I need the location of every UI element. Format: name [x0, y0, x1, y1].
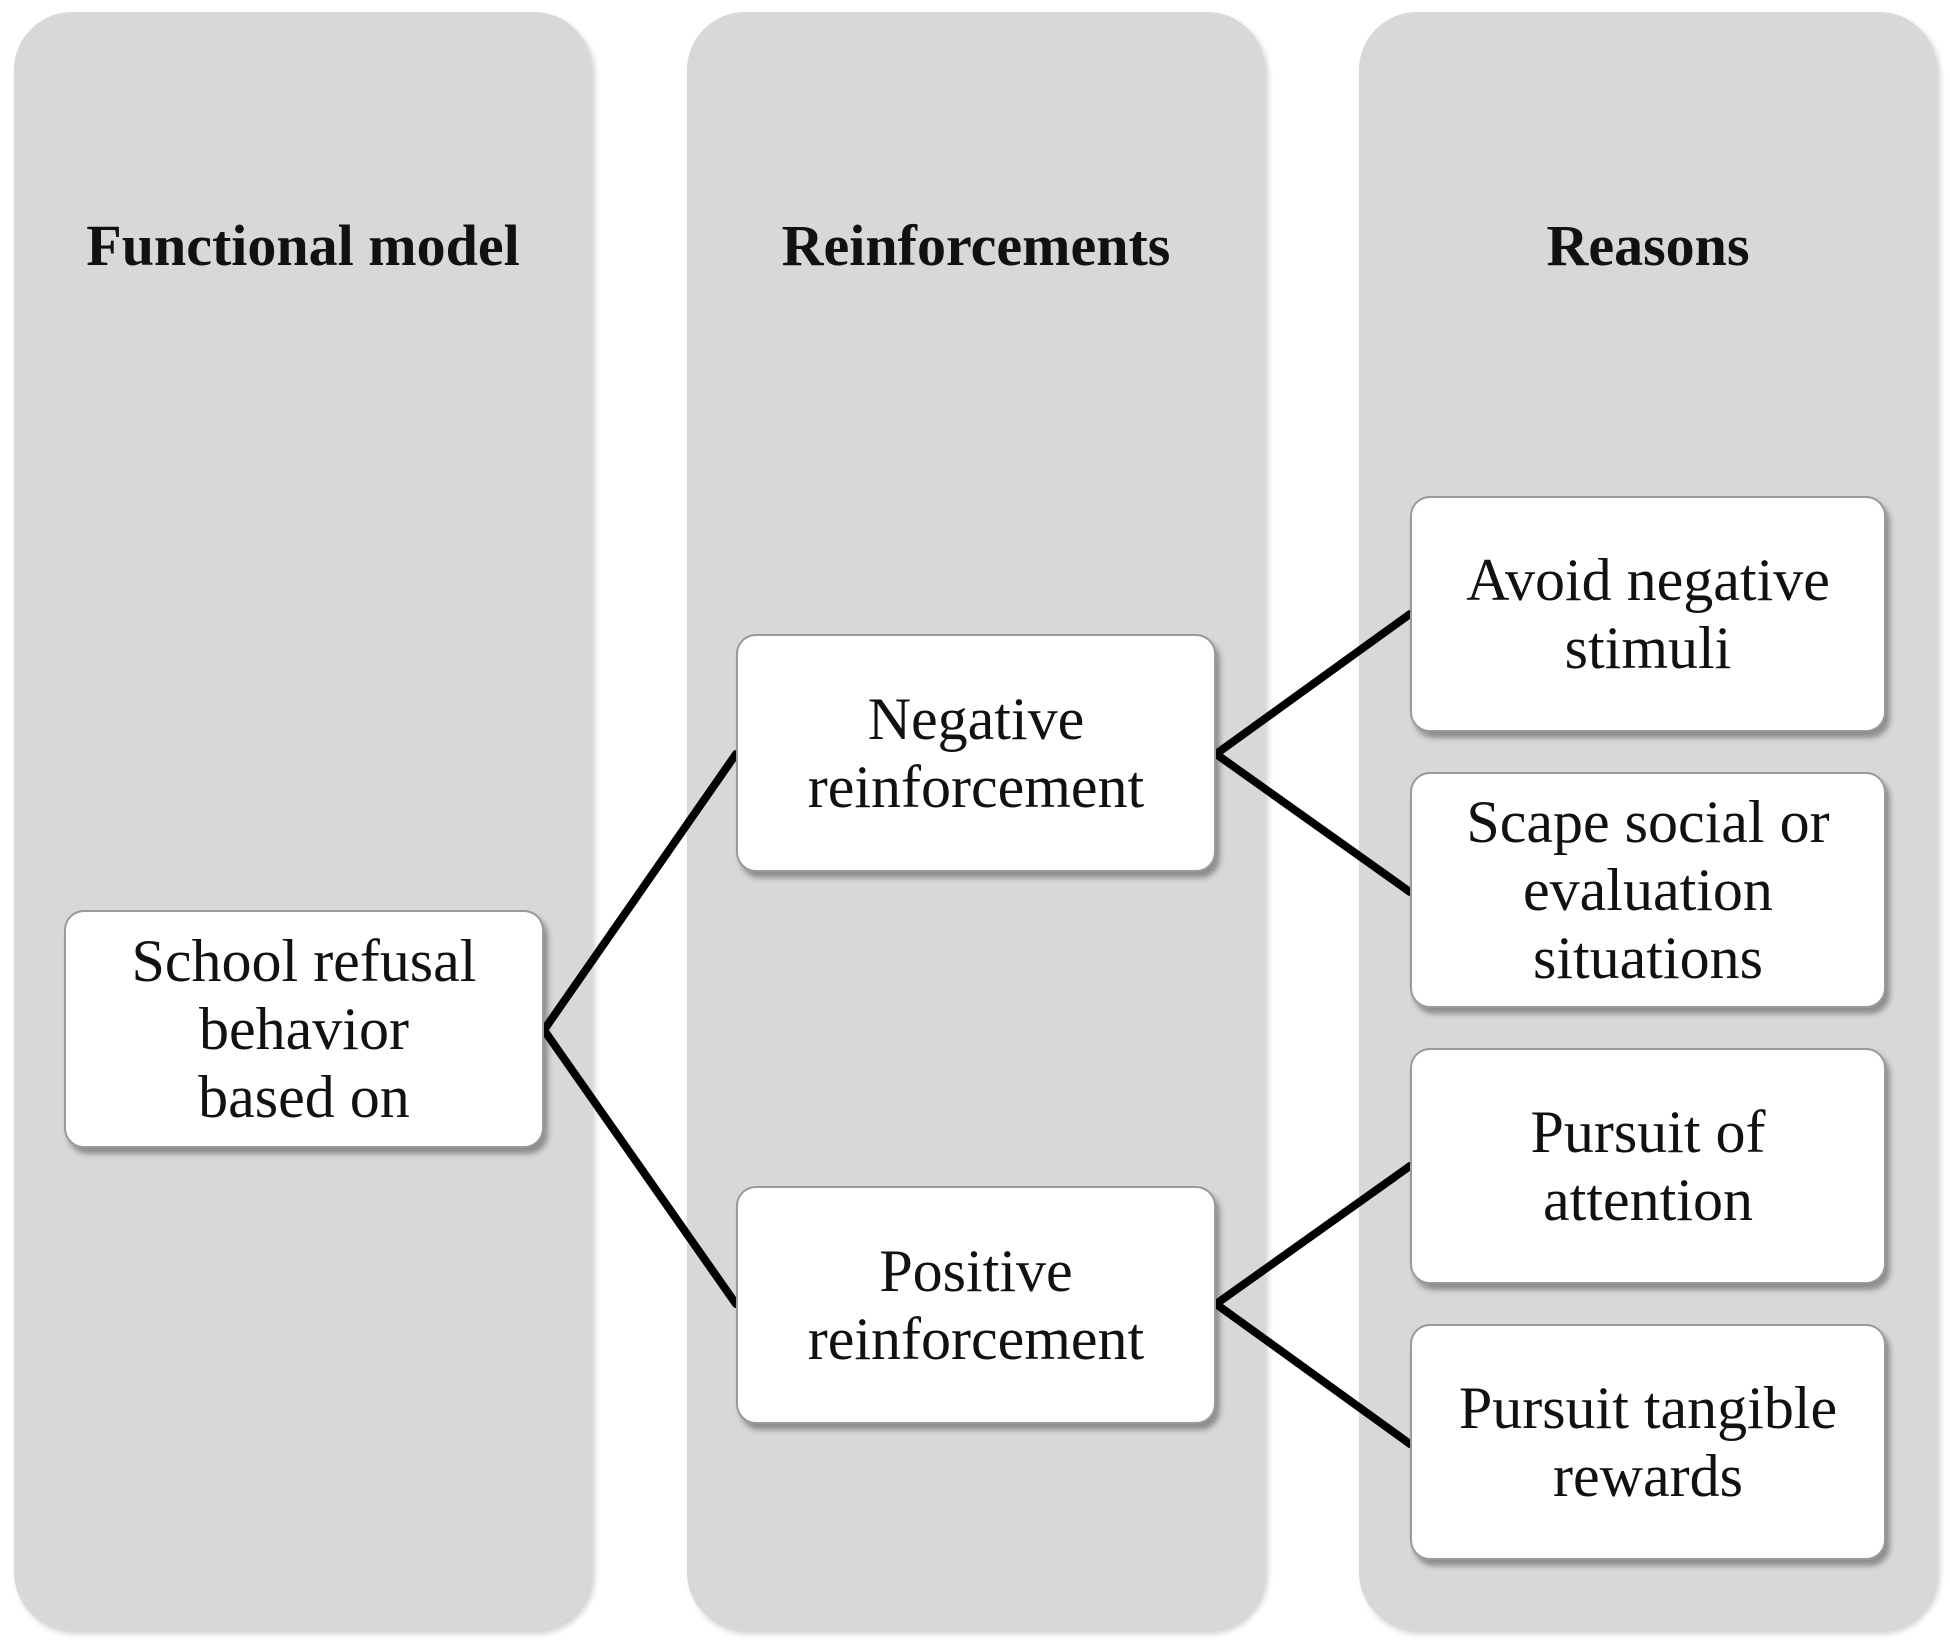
- connector-root-to-positive: [540, 1026, 740, 1308]
- functional-model-column: [14, 12, 592, 1630]
- pursuit-tangible-node: Pursuit tangible rewards: [1410, 1324, 1886, 1560]
- connector-positive-to-tangible: [1212, 1300, 1414, 1448]
- school-refusal-node: School refusal behavior based on: [64, 910, 544, 1148]
- negative-reinforcement-node: Negative reinforcement: [736, 634, 1216, 872]
- scape-social-label: Scape social or evaluation situations: [1466, 789, 1830, 991]
- positive-reinforcement-label: Positive reinforcement: [807, 1238, 1145, 1372]
- reasons-header: Reasons: [1546, 213, 1750, 278]
- avoid-negative-stimuli-node: Avoid negative stimuli: [1410, 496, 1886, 732]
- avoid-negative-stimuli-label: Avoid negative stimuli: [1466, 547, 1830, 681]
- connector-negative-to-scape: [1212, 750, 1414, 896]
- connector-root-to-negative: [540, 750, 740, 1034]
- negative-reinforcement-label: Negative reinforcement: [807, 686, 1145, 820]
- connector-positive-to-attention: [1212, 1162, 1414, 1308]
- functional-model-header: Functional model: [86, 213, 520, 278]
- connector-negative-to-avoid: [1212, 610, 1414, 758]
- scape-social-node: Scape social or evaluation situations: [1410, 772, 1886, 1008]
- reinforcements-header: Reinforcements: [781, 213, 1171, 278]
- pursuit-tangible-label: Pursuit tangible rewards: [1458, 1375, 1838, 1509]
- pursuit-attention-label: Pursuit of attention: [1530, 1099, 1766, 1233]
- school-refusal-label: School refusal behavior based on: [131, 928, 477, 1130]
- pursuit-attention-node: Pursuit of attention: [1410, 1048, 1886, 1284]
- positive-reinforcement-node: Positive reinforcement: [736, 1186, 1216, 1424]
